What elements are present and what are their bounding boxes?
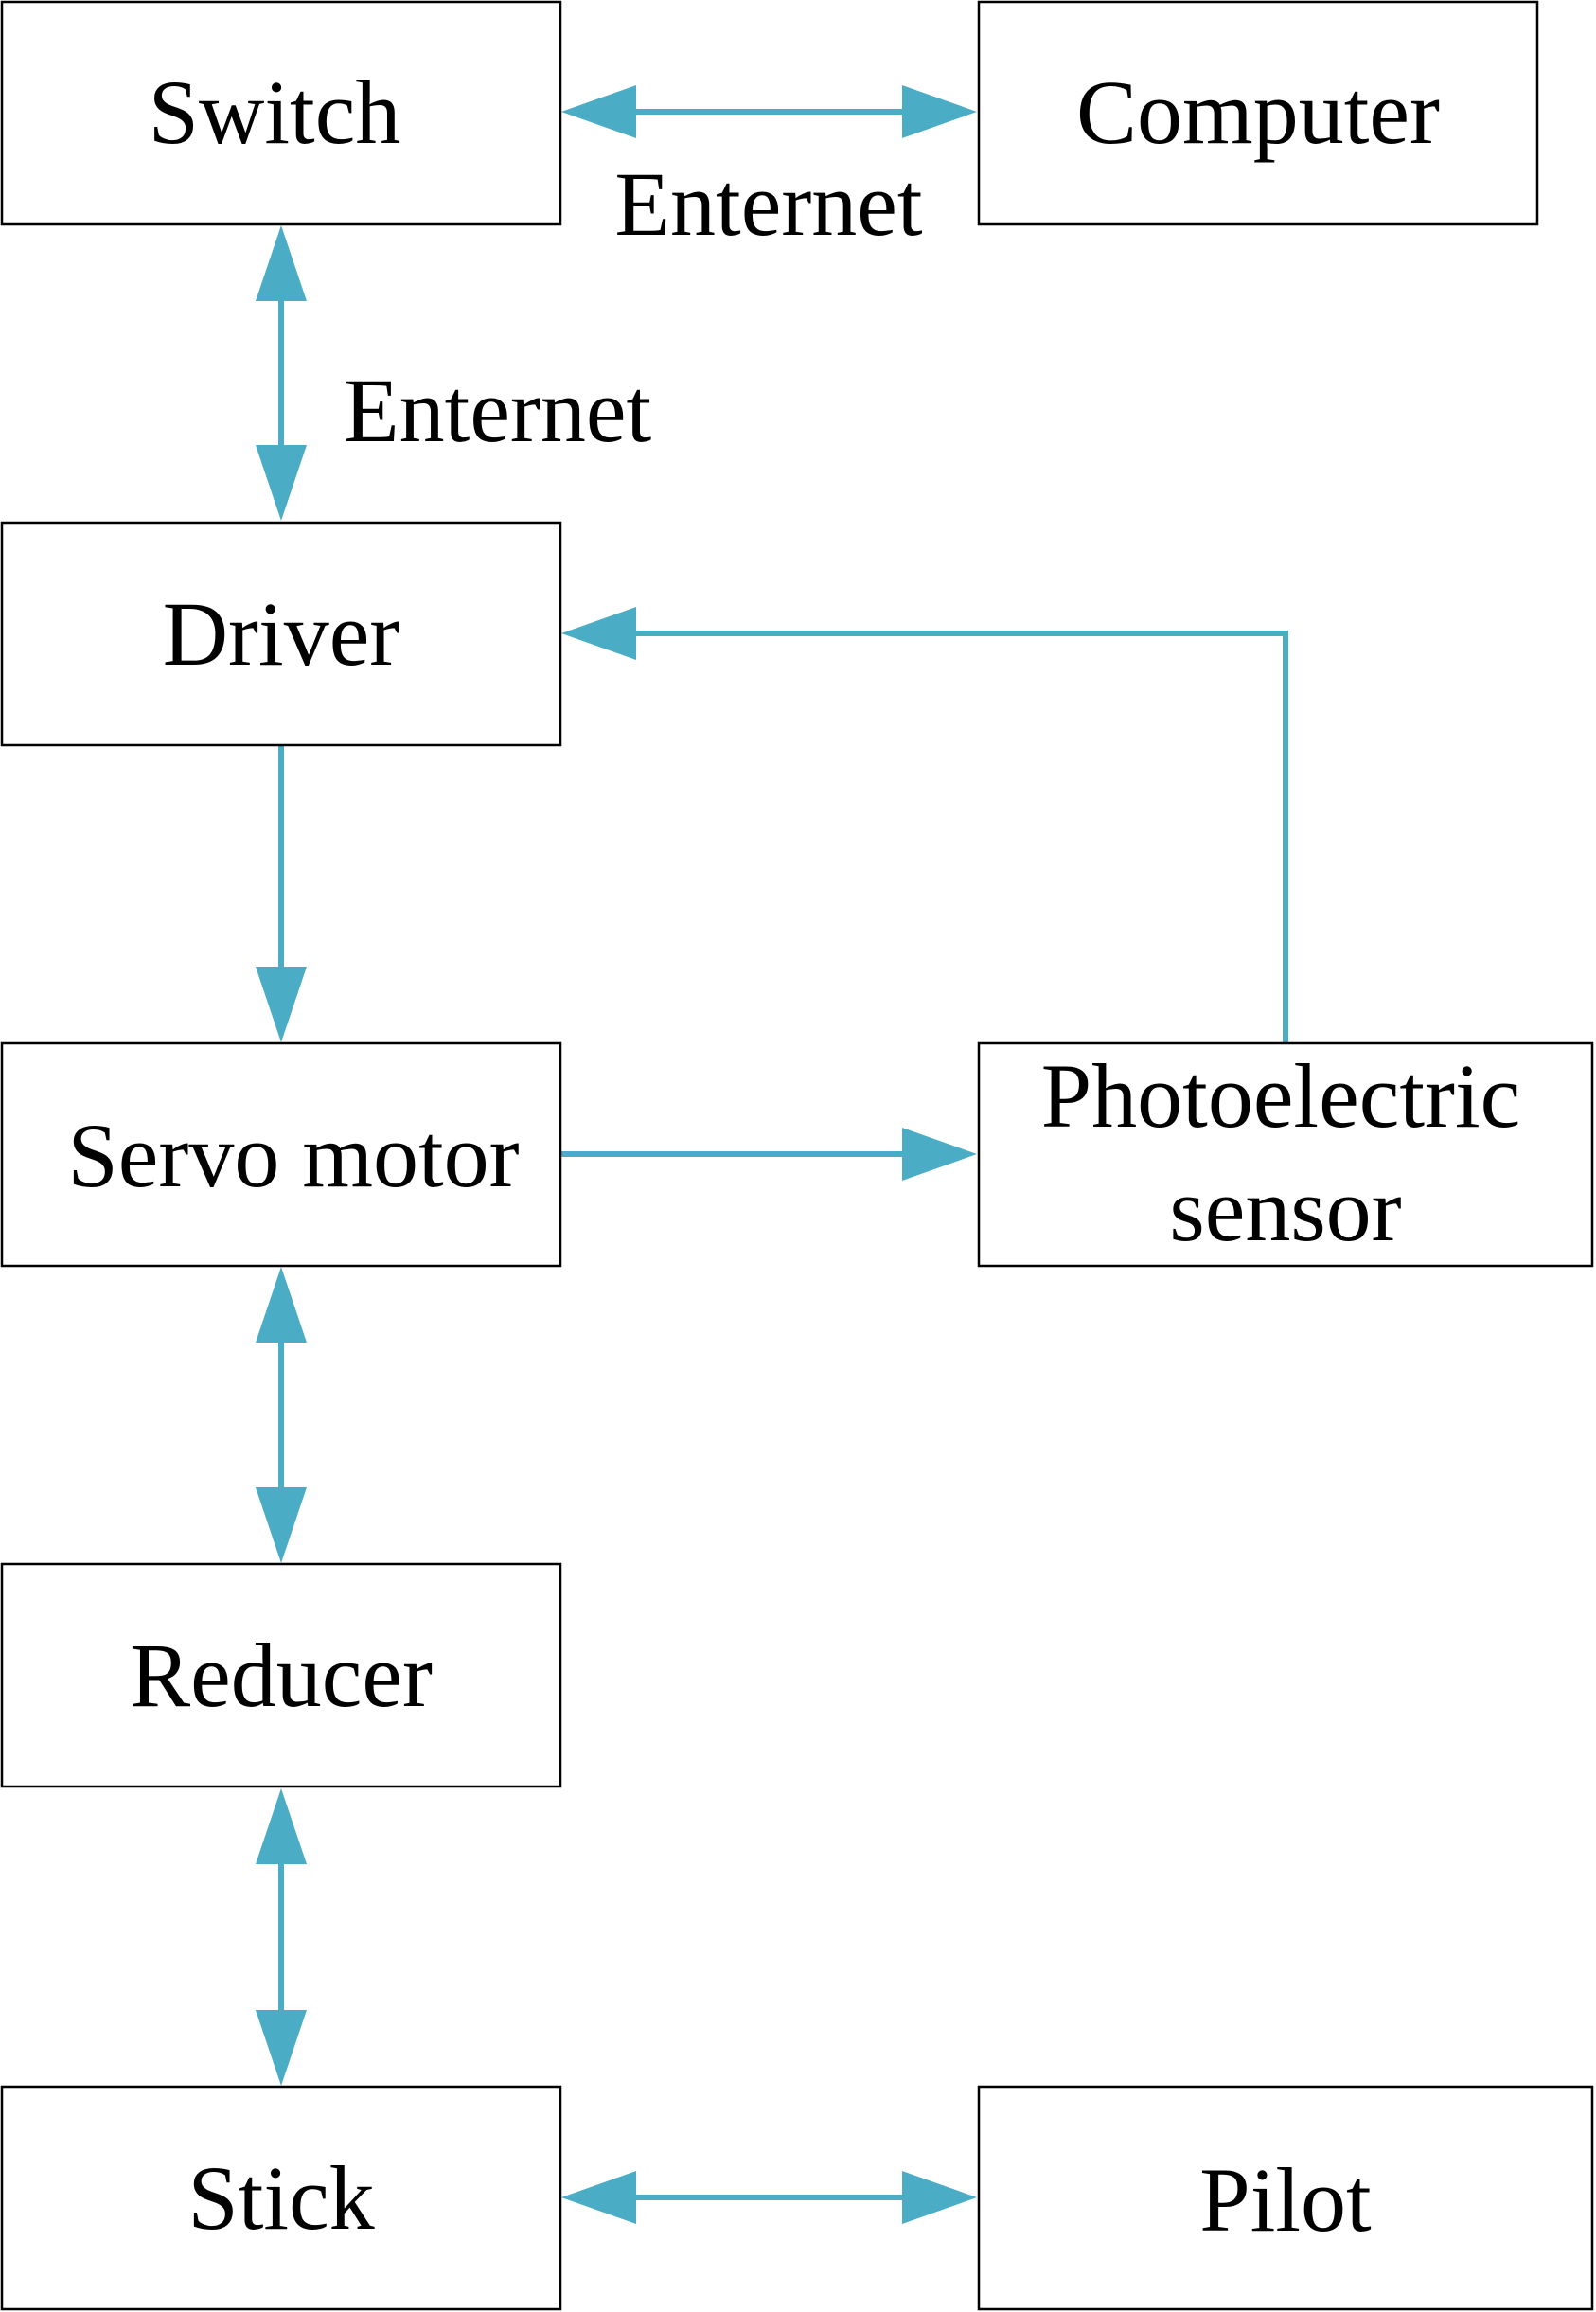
edge-reducer-stick [256,1788,307,2086]
arrowhead-up-icon [256,225,307,301]
edge-driver-servo [256,745,307,1042]
node-label-line1: Photoelectric [1041,1045,1520,1147]
node-photoelectric-sensor: Photoelectric sensor [977,1041,1594,1268]
node-label: Pilot [1199,2149,1372,2250]
node-label: Switch [149,62,401,163]
node-reducer: Reducer [0,1562,562,1788]
node-pilot: Pilot [977,2085,1594,2311]
edge-switch-computer [561,85,977,138]
node-stick: Stick [0,2085,562,2311]
arrowhead-up-icon [256,1788,307,1864]
edge-label-switch-driver: Enternet [344,360,652,461]
node-box [977,0,1539,226]
arrowhead-left-icon [561,607,636,660]
edge-servo-photoelectric [560,1128,977,1181]
node-label: Computer [1076,62,1440,163]
edge-label-switch-computer: Enternet [614,153,923,255]
node-box [977,1041,1594,1268]
node-switch: Switch [0,0,562,226]
edge-switch-driver [256,225,307,521]
arrowhead-up-icon [256,1267,307,1343]
arrowhead-left-icon [561,85,636,138]
arrowhead-right-icon [902,85,977,138]
node-box [0,1041,562,1268]
arrowhead-left-icon [561,2171,636,2224]
node-label: Driver [163,583,400,685]
edge-photoelectric-driver [561,607,1288,1042]
arrowhead-right-icon [902,1128,977,1181]
arrowhead-right-icon [902,2171,977,2224]
connector-line [630,631,1288,1042]
arrowhead-down-icon [256,2010,307,2086]
node-box [977,2085,1594,2311]
edge-servo-reducer [256,1267,307,1563]
node-box [0,1562,562,1788]
arrowhead-down-icon [256,445,307,521]
arrowhead-down-icon [256,1487,307,1563]
node-computer: Computer [977,0,1539,226]
node-label: Reducer [130,1625,433,1726]
node-label: Stick [187,2147,374,2249]
node-label-line2: sensor [1169,1159,1401,1260]
node-label: Servo motor [67,1105,519,1206]
node-box [0,2085,562,2311]
edge-stick-pilot [561,2171,977,2224]
node-driver: Driver [0,521,562,747]
arrowhead-down-icon [256,967,307,1042]
node-servo-motor: Servo motor [0,1041,562,1268]
node-box [0,0,562,226]
node-box [0,521,562,747]
